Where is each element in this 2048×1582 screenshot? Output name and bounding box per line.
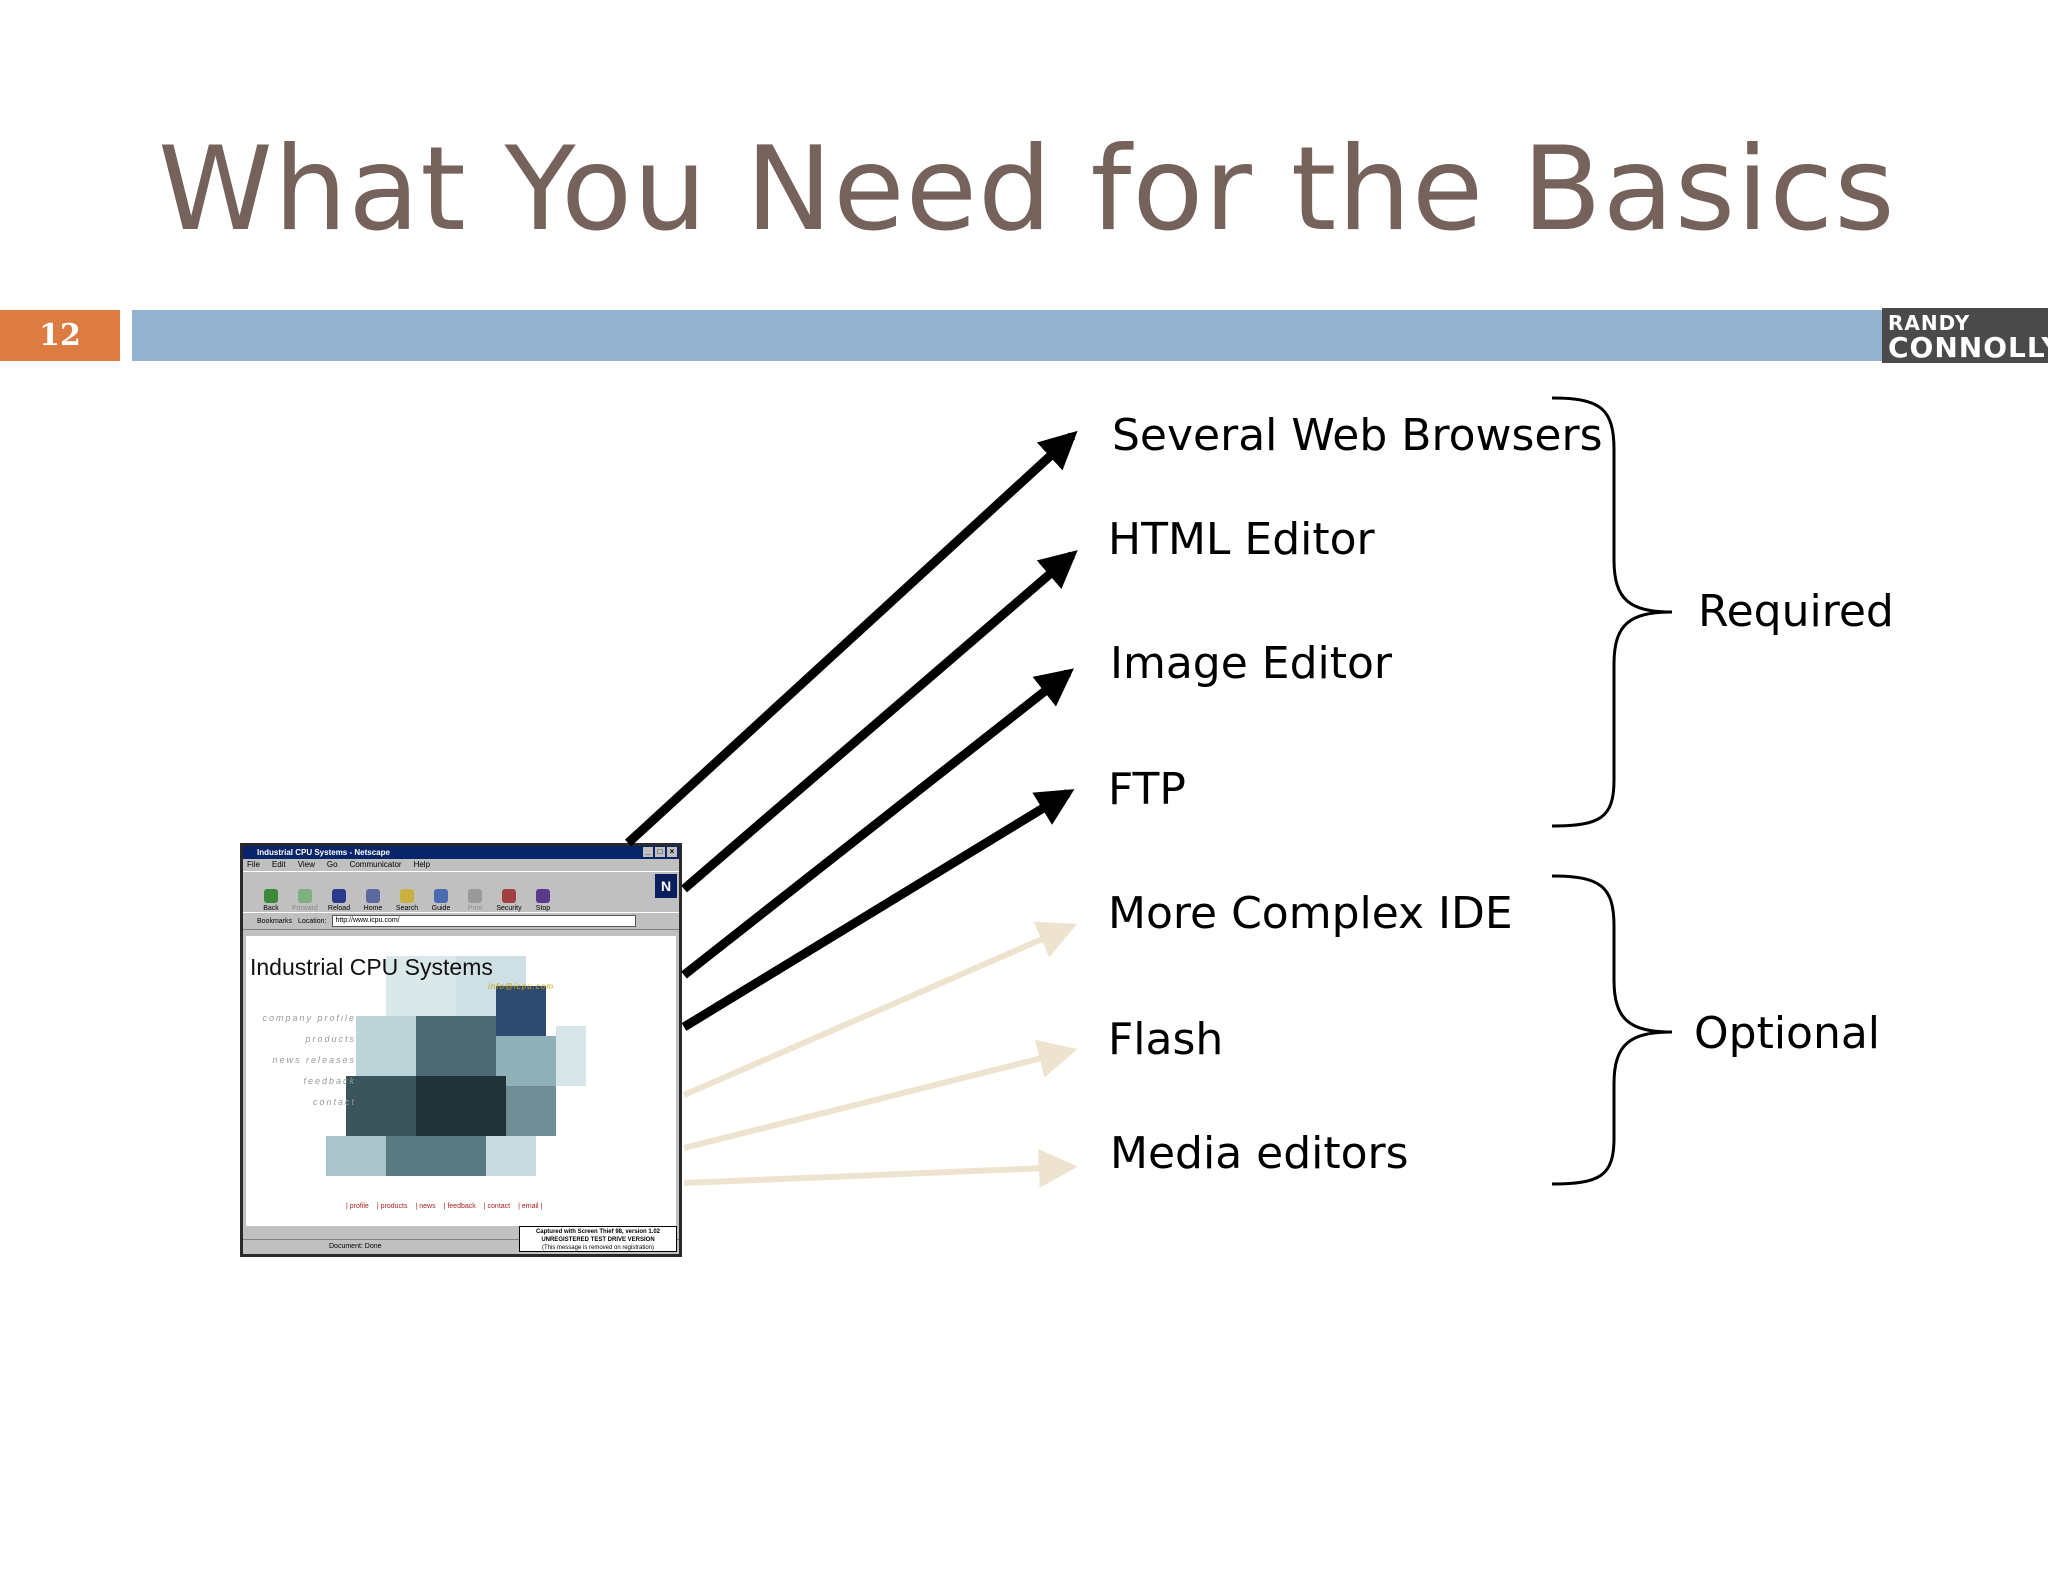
footer-link: | news (415, 1203, 436, 1210)
brace-optional (1551, 874, 1673, 1186)
print-tool: Print (461, 889, 489, 912)
menu-item: File (247, 860, 260, 869)
site-email: info@icpu.com (488, 982, 555, 991)
maximize-icon: □ (655, 847, 665, 857)
guide-icon (434, 889, 448, 903)
back-tool: Back (257, 889, 285, 912)
item-label-html-editor: HTML Editor (1108, 514, 1375, 565)
footer-link: | contact (483, 1203, 511, 1210)
reload-tool: Reload (325, 889, 353, 912)
site-footer-links: | profile | products | news | feedback |… (346, 1203, 542, 1210)
group-label-optional: Optional (1694, 1008, 1881, 1059)
search-icon (400, 889, 414, 903)
search-tool: Search (393, 889, 421, 912)
menu-item: Edit (271, 860, 286, 869)
item-label-ftp: FTP (1108, 764, 1186, 815)
logo-line-2: CONNOLLY (1888, 331, 2048, 364)
menu-item: Go (326, 860, 338, 869)
minimize-icon: _ (643, 847, 653, 857)
arrow-required-1 (624, 430, 1078, 847)
item-label-media-editors: Media editors (1110, 1128, 1409, 1179)
browser-location-bar: Bookmarks Location: http://www.icpu.com/ (243, 912, 679, 930)
menu-item: Help (413, 860, 431, 869)
footer-link: | products (376, 1203, 408, 1210)
capture-line: UNREGISTERED TEST DRIVE VERSION (541, 1237, 655, 1243)
security-tool: Security (495, 889, 523, 912)
browser-window-title: Industrial CPU Systems - Netscape (257, 848, 390, 857)
footer-link: | email | (518, 1203, 543, 1210)
guide-tool: Guide (427, 889, 455, 912)
browser-screenshot: Industrial CPU Systems - Netscape _ □ × … (240, 843, 682, 1257)
window-controls: _ □ × (643, 847, 677, 857)
product-photo-mosaic (326, 956, 586, 1186)
site-nav-item: news releases (272, 1055, 356, 1065)
print-icon (468, 889, 482, 903)
item-label-flash: Flash (1108, 1014, 1224, 1065)
stop-tool: Stop (529, 889, 557, 912)
forward-tool: Forward (291, 889, 319, 912)
logo-line-1: RANDY (1888, 311, 1971, 335)
item-label-web-browsers: Several Web Browsers (1112, 410, 1603, 461)
forward-icon (298, 889, 312, 903)
author-logo: RANDY CONNOLLY (1882, 308, 2048, 363)
brace-required (1551, 396, 1673, 828)
arrow-optional-2 (683, 1039, 1078, 1151)
site-title: Industrial CPU Systems (250, 954, 493, 980)
footer-link: | feedback (443, 1203, 476, 1210)
capture-line: Captured with Screen Thief 98, version 1… (535, 1229, 661, 1235)
menu-item: Communicator (349, 860, 402, 869)
netscape-logo-icon: N (655, 874, 677, 898)
site-nav-item: products (305, 1034, 356, 1044)
group-label-required: Required (1698, 586, 1894, 637)
status-text: Document: Done (329, 1243, 382, 1250)
capture-watermark: Captured with Screen Thief 98, version 1… (519, 1226, 677, 1252)
site-nav: company profile products news releases f… (246, 1008, 356, 1113)
header-bar (132, 310, 2048, 361)
home-icon (366, 889, 380, 903)
location-label: Location: (298, 917, 327, 925)
menu-item: View (297, 860, 315, 869)
location-field: http://www.icpu.com/ (332, 915, 637, 927)
bookmarks-label: Bookmarks (257, 917, 293, 925)
lock-icon (502, 889, 516, 903)
item-label-complex-ide: More Complex IDE (1108, 888, 1513, 939)
arrow-required-4 (681, 789, 1075, 1031)
arrow-required-3 (681, 668, 1074, 979)
slide-title: What You Need for the Basics (158, 122, 1896, 257)
browser-page-content: Industrial CPU Systems info@icpu.com com… (246, 936, 676, 1226)
browser-titlebar: Industrial CPU Systems - Netscape _ □ × (243, 846, 679, 859)
footer-link: | profile (346, 1203, 369, 1210)
site-nav-item: company profile (262, 1013, 356, 1023)
browser-toolbar: Back Forward Reload Home Search Guide Pr… (243, 871, 679, 912)
arrow-required-2 (681, 550, 1078, 893)
arrow-optional-1 (682, 921, 1078, 1098)
item-label-image-editor: Image Editor (1110, 638, 1393, 689)
site-nav-item: contact (312, 1097, 356, 1107)
stop-icon (536, 889, 550, 903)
arrow-optional-3 (683, 1148, 1078, 1188)
reload-icon (332, 889, 346, 903)
browser-menubar: File Edit View Go Communicator Help (243, 859, 679, 871)
site-nav-item: feedback (303, 1076, 356, 1086)
home-tool: Home (359, 889, 387, 912)
slide-number: 12 (0, 310, 120, 361)
back-icon (264, 889, 278, 903)
capture-line: (This message is removed on registration… (541, 1245, 655, 1251)
close-icon: × (667, 847, 677, 857)
